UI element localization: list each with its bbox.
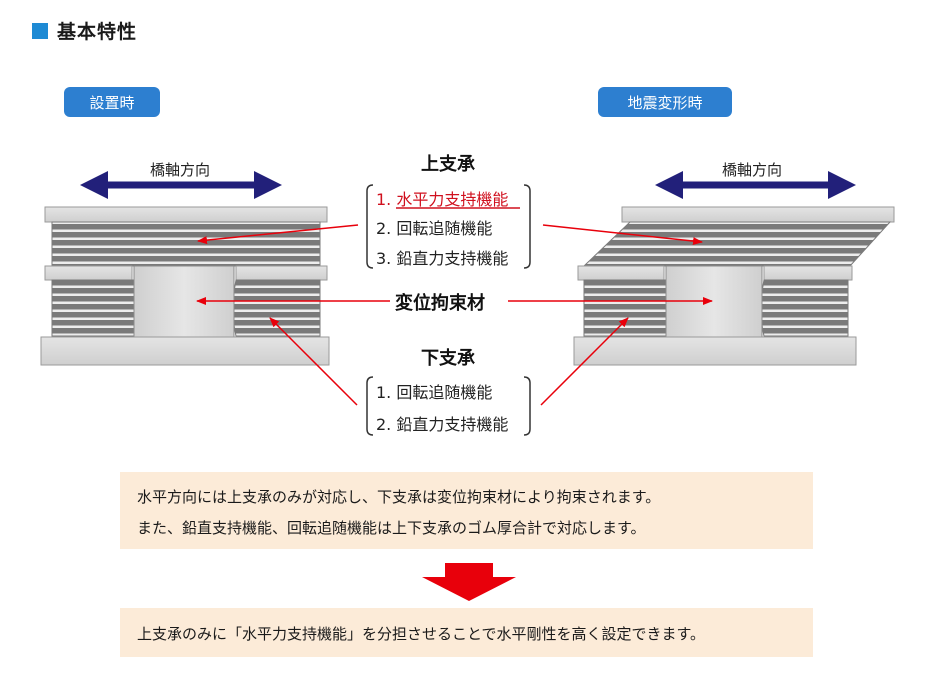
upper-bracket-left xyxy=(366,184,374,269)
lower-bracket-left xyxy=(366,376,374,436)
bottom-plate-deformed xyxy=(573,336,857,366)
displacement-restraint-block xyxy=(133,265,235,339)
heading-square-icon xyxy=(32,22,48,39)
upper-function-3: 3. 鉛直力支持機能 xyxy=(376,249,509,268)
lower-rubber-left-deformed xyxy=(583,279,667,337)
lower-function-2: 2. 鉛直力支持機能 xyxy=(376,415,509,434)
axis-label-left: 橋軸方向 xyxy=(150,161,211,179)
middle-plate-right xyxy=(235,265,328,281)
sheared-upper-rubber xyxy=(582,221,892,267)
explanation-line-2: また、鉛直支持機能、回転追随機能は上下支承のゴム厚合計で対応します。 xyxy=(137,519,646,537)
bridge-axis-arrow-right xyxy=(655,171,856,199)
lower-bearing-title: 下支承 xyxy=(421,348,475,369)
bottom-plate xyxy=(40,336,330,366)
top-plate-shifted xyxy=(621,206,895,223)
middle-plate-left-deformed xyxy=(577,265,665,281)
upper-rubber-layers xyxy=(51,221,321,267)
page-title: 基本特性 xyxy=(57,21,138,43)
upper-function-2: 2. 回転追随機能 xyxy=(376,219,493,238)
section-heading: 基本特性 xyxy=(32,17,137,44)
restraint-title: 変位拘束材 xyxy=(395,293,485,314)
deformed-bearing xyxy=(573,171,895,366)
down-arrow-icon xyxy=(422,563,516,601)
bridge-axis-arrow-left xyxy=(80,171,282,199)
middle-plate-left xyxy=(44,265,133,281)
middle-plate-right-deformed xyxy=(763,265,853,281)
lower-bracket-right xyxy=(523,376,531,436)
earthquake-state-label: 地震変形時 xyxy=(598,87,732,117)
upper-function-1: 1. 水平力支持機能 xyxy=(376,190,509,209)
conclusion-box: 上支承のみに「水平力支持機能」を分担させることで水平剛性を高く設定できます。 xyxy=(120,608,813,657)
explanation-box: 水平方向には上支承のみが対応し、下支承は変位拘束材により拘束されます。 また、鉛… xyxy=(120,472,813,549)
top-plate xyxy=(44,206,328,223)
lower-rubber-left xyxy=(51,279,135,337)
lower-rubber-right-deformed xyxy=(760,279,849,337)
restraint-block-deformed xyxy=(665,265,763,339)
conclusion-text: 上支承のみに「水平力支持機能」を分担させることで水平剛性を高く設定できます。 xyxy=(137,625,706,643)
lower-function-1: 1. 回転追随機能 xyxy=(376,383,493,402)
installed-state-label: 設置時 xyxy=(64,87,160,117)
installed-bearing xyxy=(40,171,330,366)
upper-bearing-title: 上支承 xyxy=(421,154,475,175)
upper-bracket-right xyxy=(523,184,531,269)
axis-label-right: 橋軸方向 xyxy=(722,161,783,179)
lower-rubber-right xyxy=(232,279,321,337)
red-pointer-arrows xyxy=(196,224,713,406)
explanation-line-1: 水平方向には上支承のみが対応し、下支承は変位拘束材により拘束されます。 xyxy=(137,488,661,506)
